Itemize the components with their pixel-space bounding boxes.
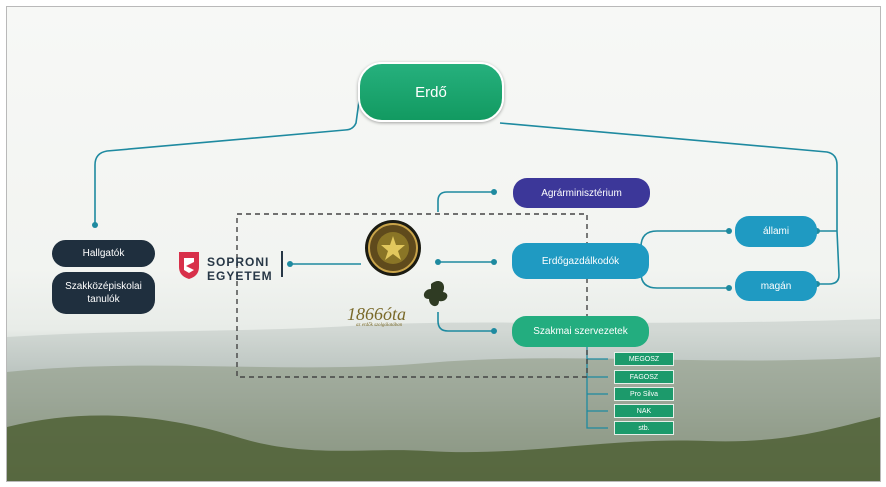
connector-seal-ministry	[437, 191, 494, 212]
node-professional-label: Szakmai szervezetek	[533, 326, 628, 337]
diagram-slide: Erdő Hallgatók Szakközépiskolai tanulók …	[6, 6, 881, 482]
node-hallgatok-label: Hallgatók	[82, 248, 125, 259]
logo-line1: SOPRONI	[207, 255, 270, 269]
node-agrarminiszterium: Agrárminisztérium	[513, 178, 650, 208]
seal-subtitle: az erdők szolgálatában	[356, 323, 403, 328]
root-node-erdo: Erdő	[358, 62, 504, 122]
logo-line2: EGYETEM	[207, 269, 273, 283]
node-tanulok-label: Szakközépiskolai tanulók	[65, 281, 142, 305]
connector-root-right	[499, 122, 838, 231]
seal-year-text: 1866óta	[347, 304, 407, 324]
connector-managers-allami	[640, 230, 729, 262]
oak-leaf-icon	[423, 280, 448, 307]
node-allami-label: állami	[762, 226, 790, 237]
foreground-hills	[7, 415, 880, 481]
root-label: Erdő	[415, 83, 447, 101]
connector-right-to-magan	[817, 230, 840, 285]
org-megosz: MEGOSZ	[614, 352, 674, 366]
node-szakmai-szervezetek: Szakmai szervezetek	[512, 316, 649, 347]
node-szakkozepiskolai-tanulok: Szakközépiskolai tanulók	[52, 272, 155, 314]
node-magan: magán	[735, 271, 817, 301]
university-shield-icon	[179, 252, 199, 279]
seal-emblem	[365, 220, 421, 276]
connector-dot	[92, 222, 98, 228]
node-magan-label: magán	[760, 280, 792, 292]
connector-managers-magan	[640, 262, 729, 289]
org-pro-silva: Pro Silva	[614, 387, 674, 401]
org-stb: stb.	[614, 421, 674, 435]
node-ministry-label: Agrárminisztérium	[541, 187, 622, 199]
university-logo-text: SOPRONI EGYETEM	[207, 255, 273, 283]
node-allami: állami	[735, 216, 817, 247]
org-fagosz: FAGOSZ	[614, 370, 674, 384]
dashed-group-box	[236, 213, 588, 378]
logo-divider	[281, 251, 283, 277]
node-hallgatok: Hallgatók	[52, 240, 155, 267]
connector-seal-professional	[437, 312, 494, 332]
org-nak: NAK	[614, 404, 674, 418]
connector-root-left	[94, 93, 361, 225]
node-managers-label: Erdőgazdálkodók	[541, 255, 620, 267]
node-erdogazdalkodok: Erdőgazdálkodók	[512, 243, 649, 279]
